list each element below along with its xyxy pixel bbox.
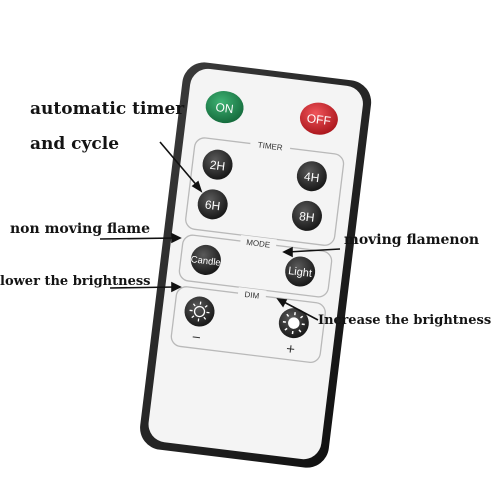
timer-4h-label: 4H [303, 169, 320, 185]
annotation-moving-flame: moving flamenon [344, 232, 480, 248]
annotation-timer-line1: automatic timer [30, 99, 185, 119]
on-button[interactable]: ON [204, 89, 246, 125]
annotation-lower-brightness: lower the brightness [0, 274, 151, 289]
light-mode-button[interactable]: Light [283, 255, 316, 288]
dim-plus-label: + [285, 340, 296, 358]
mode-section-label: MODE [246, 238, 271, 250]
off-button-label: OFF [306, 111, 332, 128]
timer-2h-label: 2H [209, 158, 226, 174]
timer-section-label: TIMER [257, 140, 283, 152]
timer-8h-label: 8H [298, 209, 315, 225]
off-button[interactable]: OFF [298, 100, 340, 136]
arrow-lower [109, 286, 177, 289]
on-button-label: ON [215, 100, 235, 116]
timer-6h-button[interactable]: 6H [196, 188, 229, 221]
annotation-arrows [99, 141, 341, 321]
candle-mode-button[interactable]: Candle [189, 243, 223, 276]
sun-filled-icon [282, 312, 305, 335]
annotation-increase-brightness: Increase the brightness [318, 313, 492, 328]
arrow-timer [159, 141, 200, 189]
candle-mode-label: Candle [190, 254, 221, 269]
sun-outline-icon [189, 301, 210, 322]
timer-8h-button[interactable]: 8H [290, 199, 323, 232]
dim-minus-label: − [191, 329, 202, 347]
light-mode-label: Light [287, 265, 312, 280]
annotation-non-moving-flame: non moving flame [10, 221, 150, 237]
timer-6h-label: 6H [204, 197, 221, 213]
arrow-moving [287, 248, 341, 253]
dim-up-button[interactable] [277, 306, 310, 339]
arrow-non-moving [99, 237, 177, 240]
timer-2h-button[interactable]: 2H [201, 148, 234, 181]
dim-section-label: DIM [244, 290, 260, 301]
dim-down-button[interactable] [183, 295, 216, 328]
timer-4h-button[interactable]: 4H [295, 160, 328, 193]
arrow-increase [281, 300, 319, 321]
annotation-timer-line2: and cycle [30, 134, 120, 154]
